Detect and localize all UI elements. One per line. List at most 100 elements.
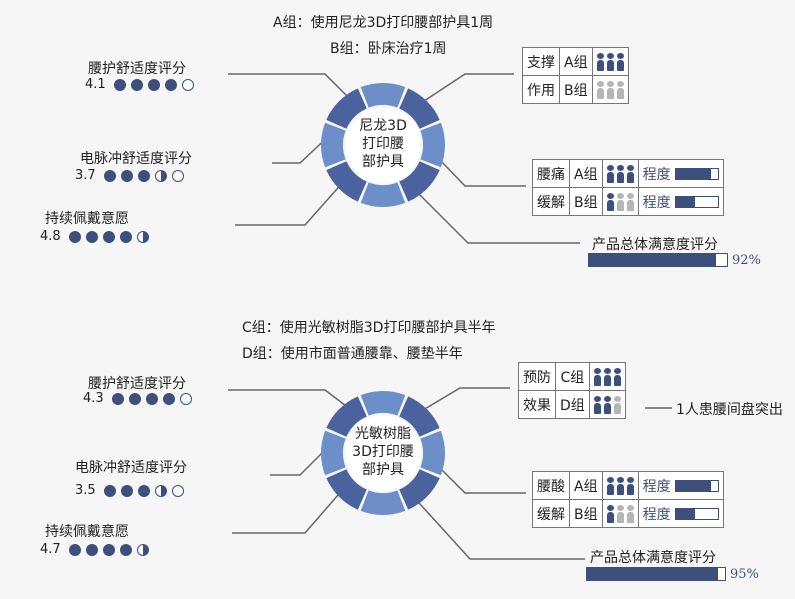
group-header-b: D组：使用市面普通腰靠、腰垫半年 xyxy=(242,346,463,362)
rating-dot xyxy=(164,78,177,91)
person-icon xyxy=(606,164,614,183)
satisfaction-percent: 92% xyxy=(732,253,761,268)
degree-indicator: 程度 xyxy=(643,476,719,496)
rating-dot xyxy=(111,392,124,405)
rating-row: 4.1 xyxy=(85,77,194,92)
degree-label: 程度 xyxy=(642,166,671,183)
rating-dot xyxy=(103,484,116,497)
person-icon xyxy=(626,504,634,523)
rating-dot xyxy=(154,484,167,497)
support-row-left: 作用 xyxy=(522,75,560,104)
rating-dot xyxy=(171,169,184,182)
connector-line xyxy=(417,73,514,106)
ring-segment xyxy=(360,182,406,208)
person-icon xyxy=(616,504,624,523)
ring-segment xyxy=(326,469,367,510)
rating-row: 4.8 xyxy=(40,229,149,244)
satisfaction-percent: 95% xyxy=(730,567,759,582)
degree-bar-fill xyxy=(675,480,712,491)
person-icon xyxy=(616,80,624,99)
rating-row: 4.3 xyxy=(83,391,192,406)
rating-dot xyxy=(162,392,175,405)
ring-segment xyxy=(420,122,446,168)
connector-lines xyxy=(228,387,672,560)
rating-score: 3.5 xyxy=(75,483,96,498)
rating-label: 持续佩戴意愿 xyxy=(45,524,129,540)
rating-label: 电脉冲舒适度评分 xyxy=(75,460,187,476)
ring-segment xyxy=(399,396,440,437)
rating-dot xyxy=(68,543,81,556)
connector-line xyxy=(439,467,526,494)
support-row-people xyxy=(588,362,626,391)
rating-row: 3.5 xyxy=(75,483,184,498)
ring-segment xyxy=(326,161,367,202)
person-icon xyxy=(593,367,601,386)
support-row-left: 支撑 xyxy=(522,47,560,76)
rating-dots xyxy=(68,543,149,556)
satisfaction-bar xyxy=(586,567,726,581)
support-note: 1人患腰间盘突出 xyxy=(676,402,783,418)
rating-score: 4.8 xyxy=(40,229,61,244)
relief-row-people xyxy=(601,499,639,528)
rating-label: 电脉冲舒适度评分 xyxy=(80,151,192,167)
degree-label: 程度 xyxy=(642,478,671,495)
rating-dots xyxy=(113,78,194,91)
rating-score: 4.3 xyxy=(83,391,104,406)
rating-dot xyxy=(119,543,132,556)
relief-row-left: 缓解 xyxy=(532,187,570,216)
rating-dot xyxy=(113,78,126,91)
person-icon xyxy=(626,164,634,183)
rating-dot xyxy=(181,78,194,91)
relief-row-group: B组 xyxy=(569,187,603,216)
relief-row-people xyxy=(601,471,639,500)
person-icon xyxy=(616,476,624,495)
ring-segment xyxy=(360,83,406,108)
rating-dot xyxy=(102,543,115,556)
rating-dot xyxy=(130,78,143,91)
ring-center xyxy=(345,415,421,491)
rating-dot xyxy=(136,230,149,243)
support-row-group: D组 xyxy=(555,390,590,419)
rating-label: 持续佩戴意愿 xyxy=(45,211,129,227)
ring-segment xyxy=(360,391,406,416)
connector-lines xyxy=(228,73,580,244)
relief-row-group: B组 xyxy=(569,499,603,528)
degree-label: 程度 xyxy=(642,506,671,523)
people-icons xyxy=(606,164,634,183)
degree-bar xyxy=(674,195,719,208)
person-icon xyxy=(606,476,614,495)
ring-segment xyxy=(326,396,367,437)
relief-row-left: 腰酸 xyxy=(532,471,570,500)
satisfaction-label: 产品总体满意度评分 xyxy=(592,237,718,253)
center-label-line: 3D打印腰 xyxy=(352,444,414,460)
connector-line xyxy=(409,492,585,560)
degree-indicator: 程度 xyxy=(643,504,719,524)
rating-dots xyxy=(111,392,192,405)
people-icons xyxy=(606,192,634,211)
person-icon xyxy=(606,192,614,211)
support-row-group: C组 xyxy=(555,362,590,391)
person-icon xyxy=(606,52,614,71)
connector-line xyxy=(235,179,346,226)
satisfaction-bar-fill xyxy=(589,254,716,266)
rating-dots xyxy=(103,484,184,497)
rating-dot xyxy=(137,484,150,497)
rating-label: 腰护舒适度评分 xyxy=(88,376,186,392)
ring-segment xyxy=(320,122,346,168)
support-row-left: 效果 xyxy=(518,390,556,419)
people-icons xyxy=(593,395,621,414)
connector-line xyxy=(409,184,580,244)
ring-segment xyxy=(420,430,445,476)
person-icon xyxy=(596,52,604,71)
relief-row-degree: 程度 xyxy=(637,187,724,216)
rating-score: 4.7 xyxy=(40,542,61,557)
person-icon xyxy=(616,164,624,183)
